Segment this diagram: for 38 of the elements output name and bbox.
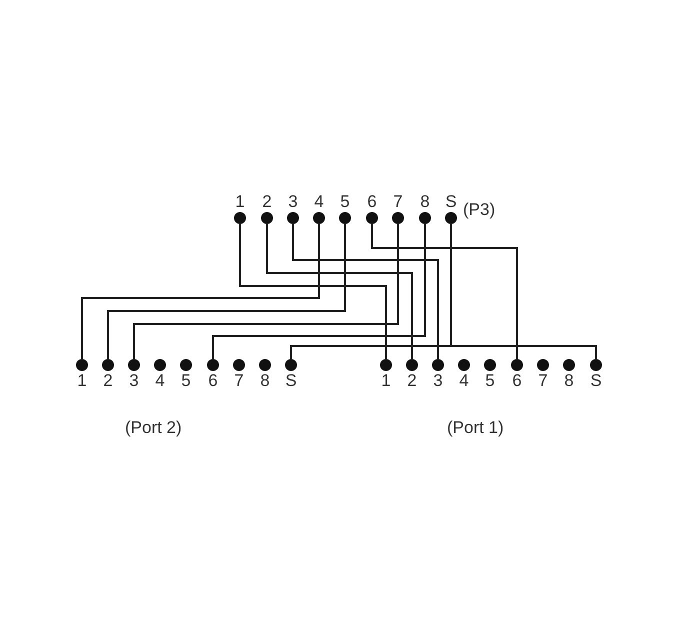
wire <box>371 224 518 359</box>
wire <box>266 224 413 359</box>
pin-number: 6 <box>367 192 377 212</box>
wire <box>212 224 426 359</box>
pin-number: 8 <box>260 371 270 391</box>
wire <box>107 224 346 359</box>
pin-number: 4 <box>155 371 165 391</box>
pin-number: 4 <box>459 371 469 391</box>
pin-number: 3 <box>288 192 298 212</box>
pin-number: 7 <box>393 192 403 212</box>
pin-number: 7 <box>234 371 244 391</box>
pin-number: 2 <box>407 371 417 391</box>
pin-number: 1 <box>77 371 87 391</box>
wire <box>133 224 399 359</box>
pin-number: 5 <box>485 371 495 391</box>
pin-number: 8 <box>420 192 430 212</box>
pin-number: S <box>445 192 457 212</box>
pin-number: 1 <box>235 192 245 212</box>
pin-number: 3 <box>129 371 139 391</box>
pin-number: 6 <box>512 371 522 391</box>
connector-label: (Port 1) <box>447 418 504 438</box>
wire <box>239 224 387 359</box>
pin-number: S <box>590 371 602 391</box>
pin-number: 5 <box>340 192 350 212</box>
wire <box>81 224 320 359</box>
pin-number: 7 <box>538 371 548 391</box>
pin-number: 1 <box>381 371 391 391</box>
connector-label: (P3) <box>463 200 496 220</box>
pin-number: S <box>285 371 297 391</box>
pin-number: 4 <box>314 192 324 212</box>
pin-number: 8 <box>564 371 574 391</box>
pin-number: 2 <box>262 192 272 212</box>
wire <box>450 224 597 359</box>
pin-number: 3 <box>433 371 443 391</box>
pin-number: 2 <box>103 371 113 391</box>
pin-number: 6 <box>208 371 218 391</box>
pin-number: 5 <box>181 371 191 391</box>
connector-label: (Port 2) <box>125 418 182 438</box>
